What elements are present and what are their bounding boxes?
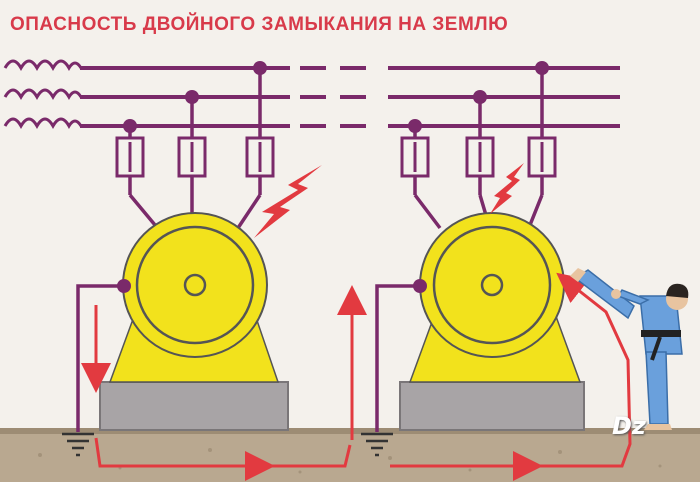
figure-fist xyxy=(611,289,621,299)
figure-standing-leg xyxy=(645,351,669,425)
lightning-bolt-left xyxy=(254,165,322,238)
left-fuses xyxy=(115,136,275,178)
ground-contact-dots xyxy=(117,279,427,293)
watermark-logo: Dz xyxy=(612,412,646,440)
left-motor-shaft xyxy=(183,273,207,297)
ground-strip xyxy=(0,428,700,482)
right-motor xyxy=(399,212,585,431)
current-path-figure xyxy=(528,272,632,468)
left-junction-dots xyxy=(123,61,267,133)
figure-black-belt xyxy=(641,330,681,337)
bus-lines xyxy=(80,66,620,128)
karate-figure xyxy=(570,268,689,430)
left-ground-wire xyxy=(76,284,124,432)
left-motor xyxy=(99,212,289,431)
current-flow-arrows xyxy=(81,272,632,481)
left-motor-base xyxy=(99,381,289,431)
lightning-bolt-right xyxy=(490,163,524,214)
right-motor-base xyxy=(399,381,585,431)
ground-symbols xyxy=(62,432,393,457)
figure-foot xyxy=(570,268,586,282)
right-motor-shaft xyxy=(480,273,504,297)
grounding-wires xyxy=(76,284,420,432)
coil-phase-1 xyxy=(3,59,83,72)
poster-title: ОПАСНОСТЬ ДВОЙНОГО ЗАМЫКАНИЯ НА ЗЕМЛЮ xyxy=(10,14,509,35)
right-ground-wire xyxy=(375,284,420,432)
coil-phase-3 xyxy=(3,117,83,130)
right-fuses xyxy=(400,136,557,178)
right-junction-dots xyxy=(408,61,549,133)
coil-phase-2 xyxy=(3,88,83,101)
right-ground-symbol xyxy=(361,432,393,457)
transformer-coils xyxy=(3,59,83,130)
figure-arm xyxy=(616,289,650,305)
left-ground-symbol xyxy=(62,432,94,457)
figure-hair xyxy=(666,283,689,298)
